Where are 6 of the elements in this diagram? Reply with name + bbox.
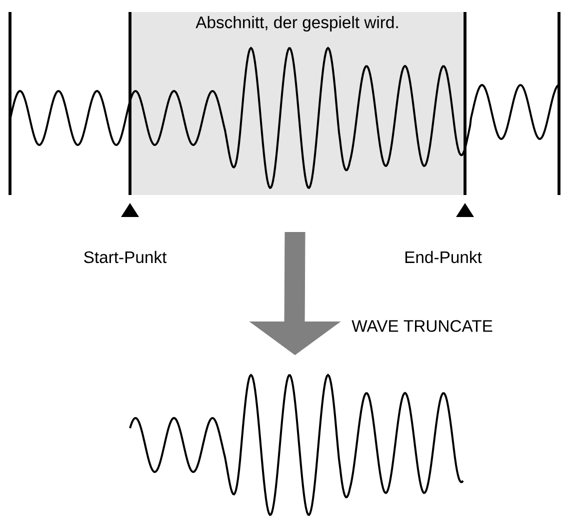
edge-label: WAVE TRUNCATE <box>352 320 492 332</box>
point-label: Start-Punkt <box>84 250 167 264</box>
block-arrow <box>249 232 341 356</box>
shaded-band: Abschnitt, der gespielt wird. <box>130 12 465 195</box>
waveform-drawing <box>130 374 464 516</box>
point-label: End-Punkt <box>405 250 482 264</box>
